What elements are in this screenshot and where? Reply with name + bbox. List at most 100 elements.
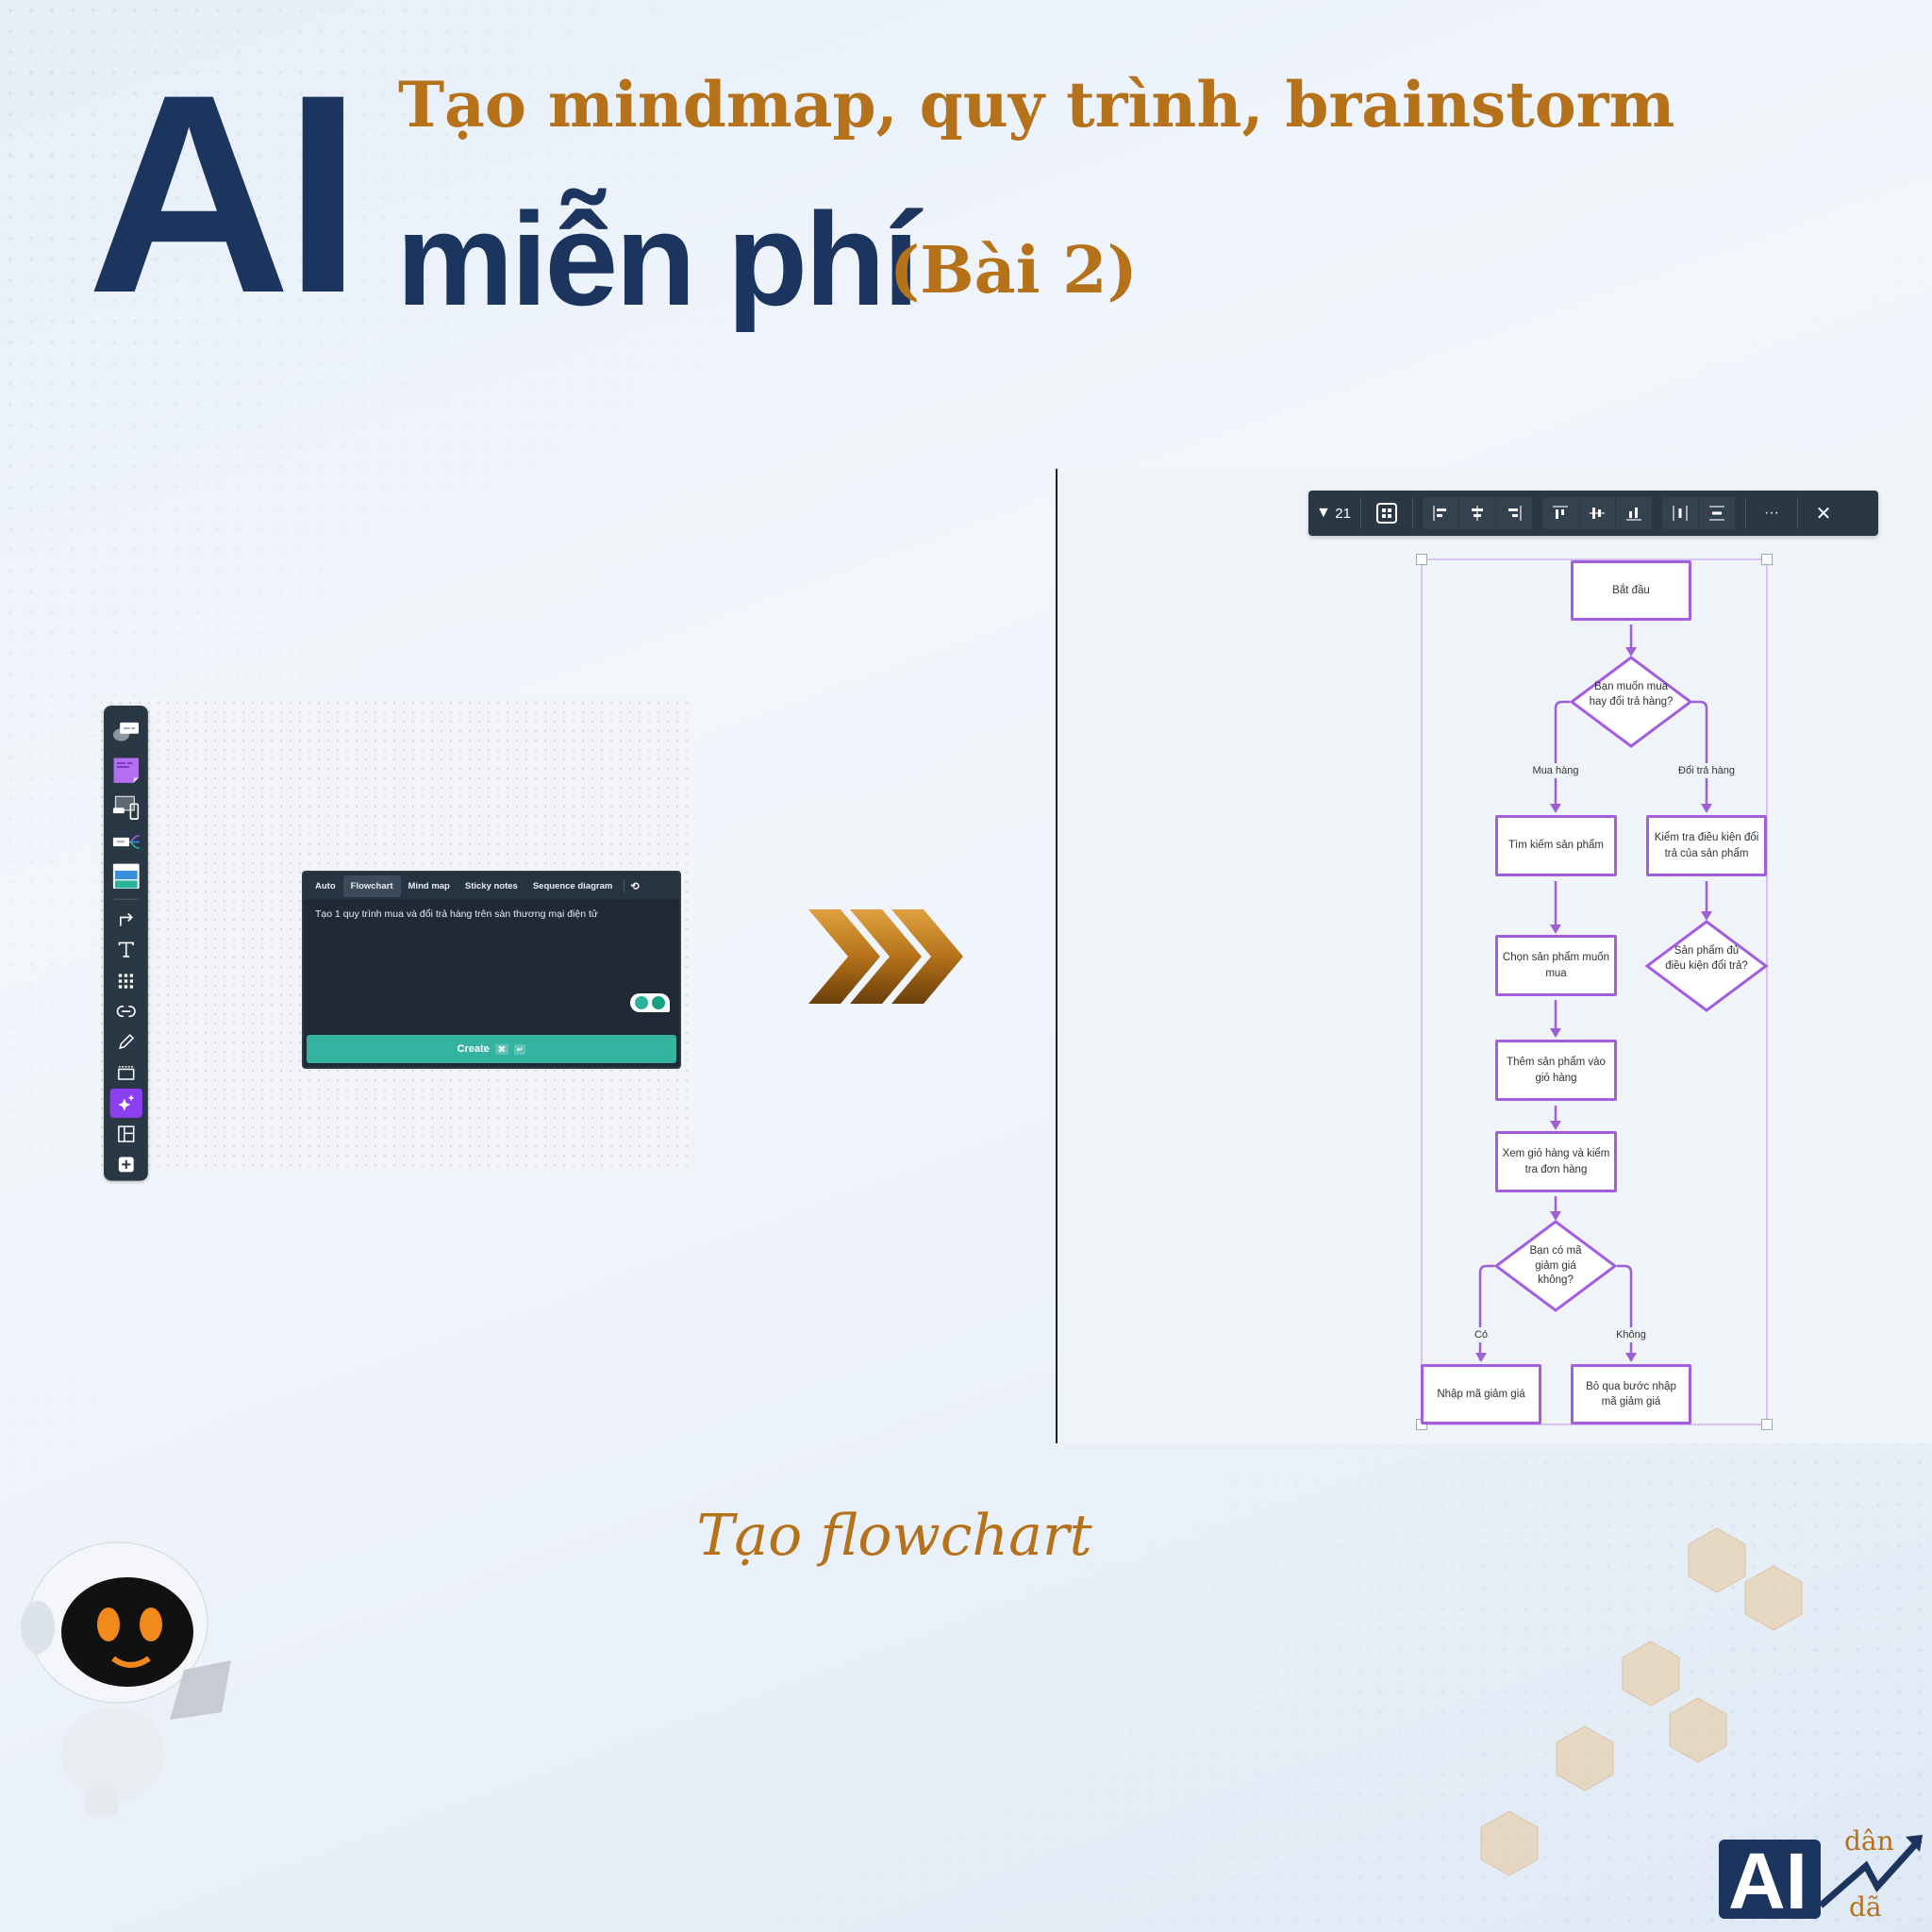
headline-line2: miễn phí	[396, 185, 920, 333]
node-choose[interactable]: Chọn sản phẩm muốn mua	[1495, 935, 1617, 996]
close-button[interactable]: ✕	[1815, 503, 1832, 525]
tab-mind-map[interactable]: Mind map	[408, 880, 450, 891]
robot-mascot-illustration	[21, 1541, 231, 1816]
edge-label-no: Không	[1616, 1327, 1646, 1342]
node-check[interactable]: Kiểm tra điều kiện đổi trả của sản phẩm	[1646, 815, 1767, 876]
decision-d3-shape	[1493, 1220, 1618, 1312]
pencil-icon	[118, 1034, 134, 1050]
align-top-button[interactable]	[1542, 497, 1579, 529]
grammarly-badge[interactable]	[630, 993, 670, 1012]
tool-sticky-note[interactable]	[109, 752, 142, 788]
edge-d1-check	[1692, 700, 1708, 811]
templates-icon	[112, 722, 139, 741]
sparkle-icon	[117, 1094, 135, 1111]
group-button[interactable]	[1371, 497, 1403, 529]
tool-pen[interactable]	[109, 1027, 142, 1056]
align-left-button[interactable]	[1423, 497, 1459, 529]
align-bottom-icon	[1625, 508, 1641, 521]
align-left-icon	[1432, 506, 1446, 521]
align-bottom-button[interactable]	[1616, 497, 1653, 529]
node-enter-code[interactable]: Nhập mã giảm giá	[1421, 1364, 1541, 1424]
prompt-input[interactable]: Tạo 1 quy trình mua và đổi trả hàng trên…	[304, 899, 679, 1020]
decision-d1-text[interactable]: Bạn muốn mua hay đổi trả hàng?	[1589, 681, 1674, 708]
plus-square-icon	[118, 1157, 134, 1173]
tab-sequence-diagram[interactable]: Sequence diagram	[532, 880, 613, 891]
node-add[interactable]: Thêm sản phẩm vào giỏ hàng	[1495, 1040, 1617, 1101]
align-center-button[interactable]	[1459, 497, 1496, 529]
lightbulb-icon	[635, 996, 648, 1009]
headline-brand: AI	[87, 35, 362, 352]
history-icon[interactable]: ⟲	[630, 880, 640, 892]
canvas-screenshot-right	[1058, 469, 1932, 1443]
tool-connector[interactable]	[109, 905, 142, 933]
distribute-vertical-button[interactable]	[1699, 497, 1736, 529]
tool-mindmap[interactable]	[109, 828, 142, 857]
tab-sticky-notes[interactable]: Sticky notes	[464, 880, 518, 891]
distribute-horizontal-button[interactable]	[1662, 497, 1699, 529]
headline-part: (Bài 2)	[890, 233, 1138, 308]
node-search[interactable]: Tìm kiếm sản phẩm	[1495, 815, 1617, 876]
mindmap-icon	[112, 835, 140, 850]
decision-d2-text[interactable]: Sản phẩm đủ điều kiện đổi trả?	[1665, 945, 1748, 972]
tab-auto[interactable]: Auto	[315, 880, 336, 891]
create-button[interactable]: Create ⌘ ↵	[307, 1035, 676, 1063]
svg-text:AI: AI	[1728, 1837, 1807, 1922]
tool-link[interactable]	[109, 997, 142, 1025]
tool-more-add[interactable]	[109, 1150, 142, 1178]
prompt-text: Tạo 1 quy trình mua và đổi trả hàng trên…	[315, 908, 598, 920]
edge-d3-skip	[1617, 1264, 1633, 1360]
text-icon	[118, 941, 134, 958]
decision-d3-text[interactable]: Bạn có mã giảm giá không?	[1529, 1245, 1582, 1287]
toolbar-divider	[1411, 497, 1413, 529]
selection-toolbar: ▼ 21 ··· ✕	[1308, 491, 1878, 536]
node-start[interactable]: Bắt đầu	[1571, 560, 1691, 621]
tool-layout[interactable]	[109, 1120, 142, 1148]
distribute-horizontal-icon	[1672, 506, 1688, 521]
svg-text:dân: dân	[1844, 1825, 1894, 1857]
tool-text[interactable]	[109, 936, 142, 964]
layout-icon	[117, 1125, 135, 1142]
panel-divider	[1056, 469, 1058, 1443]
tool-wireframe[interactable]	[109, 790, 142, 825]
tool-templates[interactable]	[109, 714, 142, 750]
resize-handle[interactable]	[1416, 554, 1427, 565]
tool-ai-create[interactable]	[109, 1089, 142, 1118]
tab-flowchart[interactable]: Flowchart	[342, 874, 401, 897]
more-button[interactable]: ···	[1763, 505, 1779, 521]
toolbar-divider	[1744, 497, 1746, 529]
decision-d2-shape	[1644, 920, 1769, 1012]
tool-frame[interactable]	[109, 1058, 142, 1087]
tool-kanban[interactable]	[109, 858, 142, 894]
ai-dan-da-logo: AI dân dã	[1719, 1825, 1923, 1922]
enter-key: ↵	[513, 1043, 526, 1055]
filter-button[interactable]: ▼ 21	[1316, 497, 1351, 529]
hexagon-network-decoration	[1480, 1527, 1803, 1876]
frame-icon	[117, 1066, 135, 1080]
triple-chevron-arrow-icon	[808, 909, 963, 1004]
toolbar-divider	[1359, 497, 1361, 529]
align-right-icon	[1507, 506, 1522, 521]
edge-d1-search	[1554, 700, 1570, 811]
resize-handle[interactable]	[1761, 554, 1773, 565]
resize-handle[interactable]	[1761, 1419, 1773, 1430]
align-right-button[interactable]	[1496, 497, 1533, 529]
ai-type-tabs: Auto Flowchart Mind map Sticky notes Seq…	[304, 873, 679, 899]
caption: Tạo flowchart	[696, 1503, 1092, 1569]
tabs-divider	[624, 879, 625, 892]
kanban-icon	[112, 863, 140, 890]
sticky-note-icon	[113, 758, 139, 783]
headline-line1: Tạo mindmap, quy trình, brainstorm	[398, 68, 1675, 142]
node-skip-code[interactable]: Bỏ qua bước nhập mã giảm giá	[1571, 1364, 1691, 1424]
node-view[interactable]: Xem giỏ hàng và kiểm tra đơn hàng	[1495, 1131, 1617, 1192]
decision-d1-shape	[1569, 656, 1693, 748]
svg-text:dã: dã	[1849, 1891, 1882, 1922]
align-middle-button[interactable]	[1579, 497, 1616, 529]
align-top-icon	[1552, 506, 1568, 519]
edge-label-buy: Mua hàng	[1532, 763, 1579, 778]
distribute-group	[1661, 497, 1736, 529]
cmd-key: ⌘	[494, 1043, 508, 1055]
create-label: Create	[457, 1043, 490, 1055]
grid-dots-icon	[118, 974, 133, 989]
tool-grid[interactable]	[109, 966, 142, 994]
horizontal-align-group	[1422, 497, 1533, 529]
